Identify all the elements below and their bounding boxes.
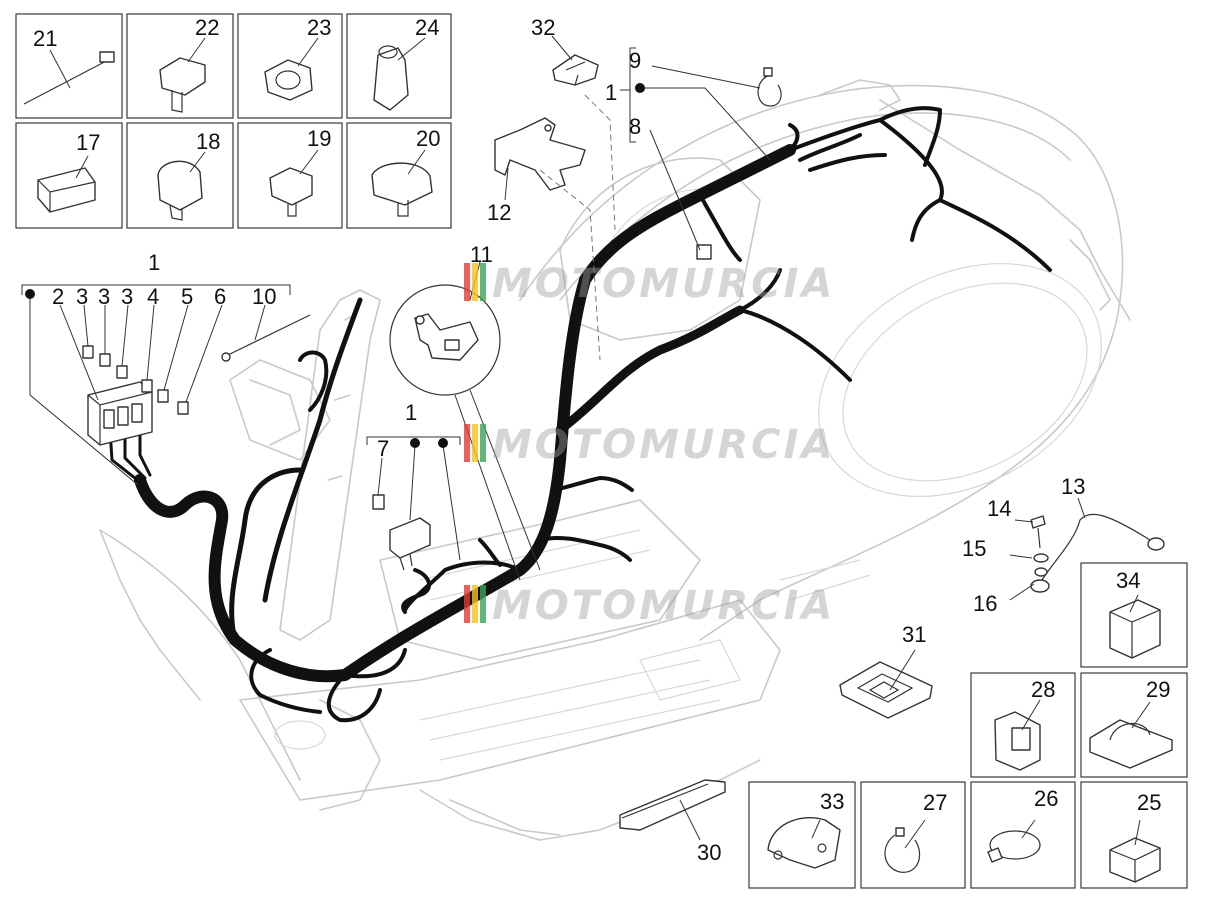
cable-tie-10 — [221, 314, 311, 362]
label-8: 8 — [629, 114, 641, 139]
relay-7 — [372, 494, 431, 571]
label-19: 19 — [307, 126, 331, 151]
wm-stripe-green — [480, 585, 486, 623]
fuse-box — [87, 381, 153, 446]
parts-grid-right — [748, 562, 1188, 889]
wm-stripe-red — [464, 424, 470, 462]
scooter-frame-outline — [99, 79, 1131, 841]
wm-stripe-green — [480, 424, 486, 462]
wm-stripe-yellow — [472, 585, 478, 623]
clamp-9 — [757, 67, 782, 107]
watermark-text: MOTOMURCIA — [492, 422, 835, 468]
callout-lines — [21, 35, 1151, 849]
watermark-text: MOTOMURCIA — [492, 261, 835, 307]
label-25: 25 — [1137, 790, 1161, 815]
wm-stripe-red — [464, 263, 470, 301]
bolt-14 — [1030, 515, 1046, 549]
label-17: 17 — [76, 130, 100, 155]
label-10: 10 — [252, 284, 276, 309]
bullet-dots — [25, 83, 645, 448]
wm-stripe-yellow — [472, 263, 478, 301]
label-1-top: 1 — [605, 80, 617, 105]
label-23: 23 — [307, 15, 331, 40]
wm-stripe-yellow — [472, 424, 478, 462]
label-32: 32 — [531, 15, 555, 40]
bracket-12 — [494, 117, 586, 191]
rubber-strip-30 — [619, 779, 726, 831]
watermark-top: MOTOMURCIA — [464, 261, 835, 307]
washer-15 — [1033, 553, 1049, 563]
label-26: 26 — [1034, 786, 1058, 811]
label-13: 13 — [1061, 474, 1085, 499]
label-20: 20 — [416, 126, 440, 151]
label-28: 28 — [1031, 677, 1055, 702]
label-11: 11 — [470, 242, 493, 267]
label-30: 30 — [697, 840, 721, 865]
watermark-text: MOTOMURCIA — [492, 583, 835, 629]
label-15: 15 — [962, 536, 986, 561]
clip-32 — [552, 54, 599, 86]
parts-grid-top-left — [15, 13, 452, 229]
label-22: 22 — [195, 15, 219, 40]
label-12: 12 — [487, 200, 511, 225]
label-29: 29 — [1146, 677, 1170, 702]
label-14: 14 — [987, 496, 1011, 521]
wm-stripe-red — [464, 585, 470, 623]
label-9: 9 — [629, 48, 641, 73]
label-33: 33 — [820, 789, 844, 814]
label-1-left: 1 — [148, 250, 160, 275]
label-34: 34 — [1116, 568, 1140, 593]
label-7: 7 — [377, 436, 389, 461]
label-1-middle: 1 — [405, 400, 417, 425]
ground-cable-13 — [1030, 513, 1165, 593]
label-31: 31 — [902, 622, 926, 647]
label-5: 5 — [181, 284, 193, 309]
fuse-set — [82, 345, 189, 415]
label-4: 4 — [147, 284, 159, 309]
label-16: 16 — [973, 591, 997, 616]
watermark-middle: MOTOMURCIA — [464, 422, 835, 468]
label-3b: 3 — [98, 284, 110, 309]
label-6: 6 — [214, 284, 226, 309]
label-24: 24 — [415, 15, 439, 40]
label-18: 18 — [196, 129, 220, 154]
dashed-guides — [539, 94, 616, 361]
clip-8 — [696, 244, 712, 260]
part-number-labels: 21 22 23 24 17 18 19 20 32 9 1 8 12 11 1… — [33, 15, 1170, 865]
label-2: 2 — [52, 284, 64, 309]
wm-stripe-green — [480, 263, 486, 301]
label-3c: 3 — [121, 284, 133, 309]
washer-16 — [1034, 567, 1048, 577]
watermark-bottom: MOTOMURCIA — [464, 583, 835, 629]
grommet-31 — [839, 661, 933, 719]
label-3a: 3 — [76, 284, 88, 309]
detail-circle-11 — [389, 284, 541, 581]
label-27: 27 — [923, 790, 947, 815]
label-21: 21 — [33, 26, 57, 51]
